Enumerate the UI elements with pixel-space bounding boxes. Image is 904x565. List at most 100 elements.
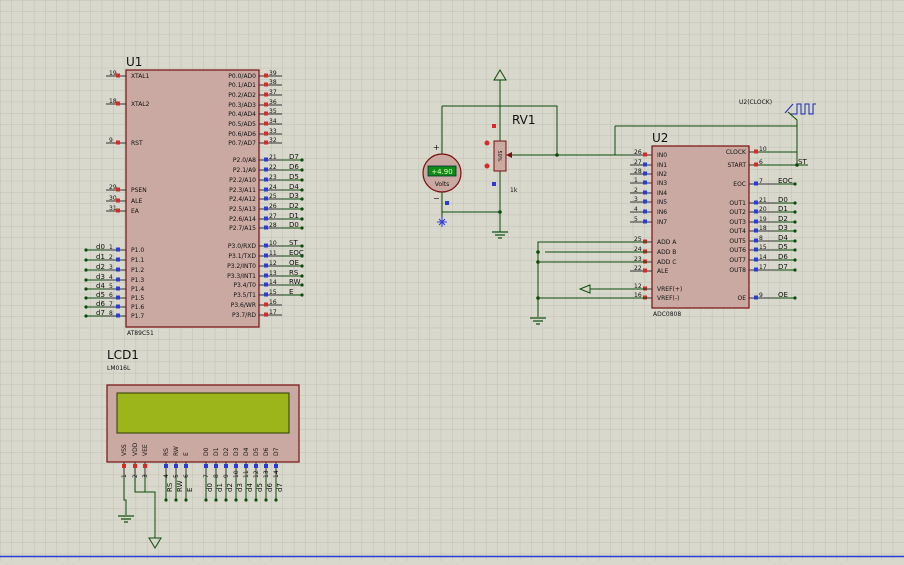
u1-pin-name: P2.3/A11 <box>229 187 256 194</box>
u2-pin-number: 23 <box>634 256 642 263</box>
u2-pin-number: 1 <box>634 177 638 184</box>
lcd-pin-number: 1 <box>121 474 128 478</box>
u2-pin-marker <box>643 152 647 157</box>
lcd1-pins: VSS1VDD2VEE3RS4RSRW5RWE6ED07d0D18d1D29d2… <box>121 442 284 502</box>
u1-pin-marker <box>264 111 268 116</box>
net-junction <box>793 210 797 214</box>
lcd-pin-marker <box>122 464 126 468</box>
lcd-net-label: d2 <box>226 483 234 492</box>
u2-pin-number: 27 <box>634 159 642 166</box>
net-junction <box>224 498 228 502</box>
u1-net-label: d0 <box>96 243 105 251</box>
u2-pin-name: IN7 <box>657 219 667 226</box>
lcd-pin-name: D4 <box>243 447 250 456</box>
lcd-pin-name: RS <box>163 448 170 456</box>
u2-side-wiring <box>530 125 808 325</box>
u1-pin-marker <box>264 263 268 268</box>
u1-pin-name: P3.2/INT0 <box>227 263 256 270</box>
u1-pin-number: 4 <box>109 274 113 281</box>
u1-net-label: ST <box>289 239 298 247</box>
net-junction <box>300 274 304 278</box>
u1-pin-number: 26 <box>269 203 277 210</box>
lcd-pin-marker <box>234 464 238 468</box>
lcd1-part: LM016L <box>107 365 131 372</box>
lcd-net-label: RW <box>176 480 184 492</box>
net-junction <box>300 197 304 201</box>
u1-net-label: D2 <box>289 202 299 210</box>
u1-right-pins: 39P0.0/AD038P0.1/AD137P0.2/AD236P0.3/AD3… <box>227 70 304 319</box>
u1-pin-number: 9 <box>109 137 113 144</box>
lcd-pin-marker <box>143 464 147 468</box>
u1-net-label: D6 <box>289 163 299 171</box>
lcd1-display[interactable]: LCD1 LM016L VSS1VDD2VEE3RS4RSRW5RWE6ED07… <box>106 348 300 549</box>
rv1-wiper-arrow-icon <box>506 152 512 158</box>
u1-net-label: d7 <box>96 309 105 317</box>
u2-pin-marker <box>754 149 758 154</box>
lcd-pin-number: 8 <box>213 474 220 478</box>
u2-pin-name: CLOCK <box>726 149 747 156</box>
lcd-pin-number: 7 <box>203 474 210 478</box>
u1-pin-number: 3 <box>109 264 113 271</box>
u2-pin-number: 19 <box>759 216 767 223</box>
u2-pin-marker <box>643 219 647 224</box>
u1-pin-number: 27 <box>269 213 277 220</box>
u1-net-label: EOC <box>289 249 304 257</box>
u1-net-label: d6 <box>96 300 105 308</box>
u1-pin-number: 37 <box>269 89 277 96</box>
u2-pin-number: 22 <box>634 265 642 272</box>
u1-pin-marker <box>116 247 120 252</box>
u1-pin-number: 32 <box>269 137 277 144</box>
u1-pin-number: 38 <box>269 79 277 86</box>
lcd-net-label: d7 <box>276 483 284 492</box>
lcd-pin-marker <box>264 464 268 468</box>
u1-pin-marker <box>116 277 120 282</box>
rv1-potentiometer[interactable]: RV1 50% 1k <box>484 69 536 239</box>
u2-pin-name: EOC <box>733 181 746 188</box>
u1-pin-number: 11 <box>269 250 277 257</box>
u1-pin-name: P1.4 <box>131 286 144 293</box>
u1-pin-name: P0.5/AD5 <box>228 121 256 128</box>
lcd-pin-marker <box>133 464 137 468</box>
u1-pin-name: P0.4/AD4 <box>228 111 256 118</box>
lcd-power-arrow-icon <box>148 537 162 549</box>
lcd-net-label: d6 <box>266 483 274 492</box>
lcd-pin-marker <box>254 464 258 468</box>
u1-pin-name: P1.1 <box>131 257 144 264</box>
u2-pin-marker <box>754 162 758 167</box>
lcd-pin-number: 4 <box>163 474 170 478</box>
lcd-pin-marker <box>184 464 188 468</box>
u1-net-label: RW <box>289 278 301 286</box>
u2-net-label: D2 <box>778 215 788 223</box>
u2-pin-name: OUT6 <box>729 247 746 254</box>
lcd-vss-wire <box>123 478 127 515</box>
u2-pin-marker <box>643 199 647 204</box>
u1-pin-number: 25 <box>269 193 277 200</box>
voltmeter[interactable]: +4.90 Volts + − <box>422 106 462 227</box>
net-junction <box>84 305 88 309</box>
u2-net-label: D6 <box>778 253 788 261</box>
lcd-pin-marker <box>274 464 278 468</box>
u1-pin-marker <box>116 295 120 300</box>
u1-pin-marker <box>116 198 120 203</box>
u1-pin-marker <box>264 140 268 145</box>
lcd-net-label: d3 <box>236 483 244 492</box>
u2-pin-name: OUT2 <box>729 209 746 216</box>
u1-pin-name: P2.0/A8 <box>233 157 256 164</box>
u1-pin-marker <box>264 73 268 78</box>
lcd-net-label: E <box>186 488 194 492</box>
u1-pin-marker <box>116 313 120 318</box>
lcd-pin-name: D2 <box>223 447 230 456</box>
u1-pin-number: 12 <box>269 260 277 267</box>
lcd-pin-name: VEE <box>142 444 149 456</box>
net-junction <box>84 248 88 252</box>
u1-net-label: D7 <box>289 153 299 161</box>
u2-pin-marker <box>754 257 758 262</box>
u2-pin-number: 4 <box>634 206 638 213</box>
u1-pin-marker <box>264 196 268 201</box>
u1-pin-name: P2.2/A10 <box>229 177 256 184</box>
rv1-value: 1k <box>510 187 518 194</box>
